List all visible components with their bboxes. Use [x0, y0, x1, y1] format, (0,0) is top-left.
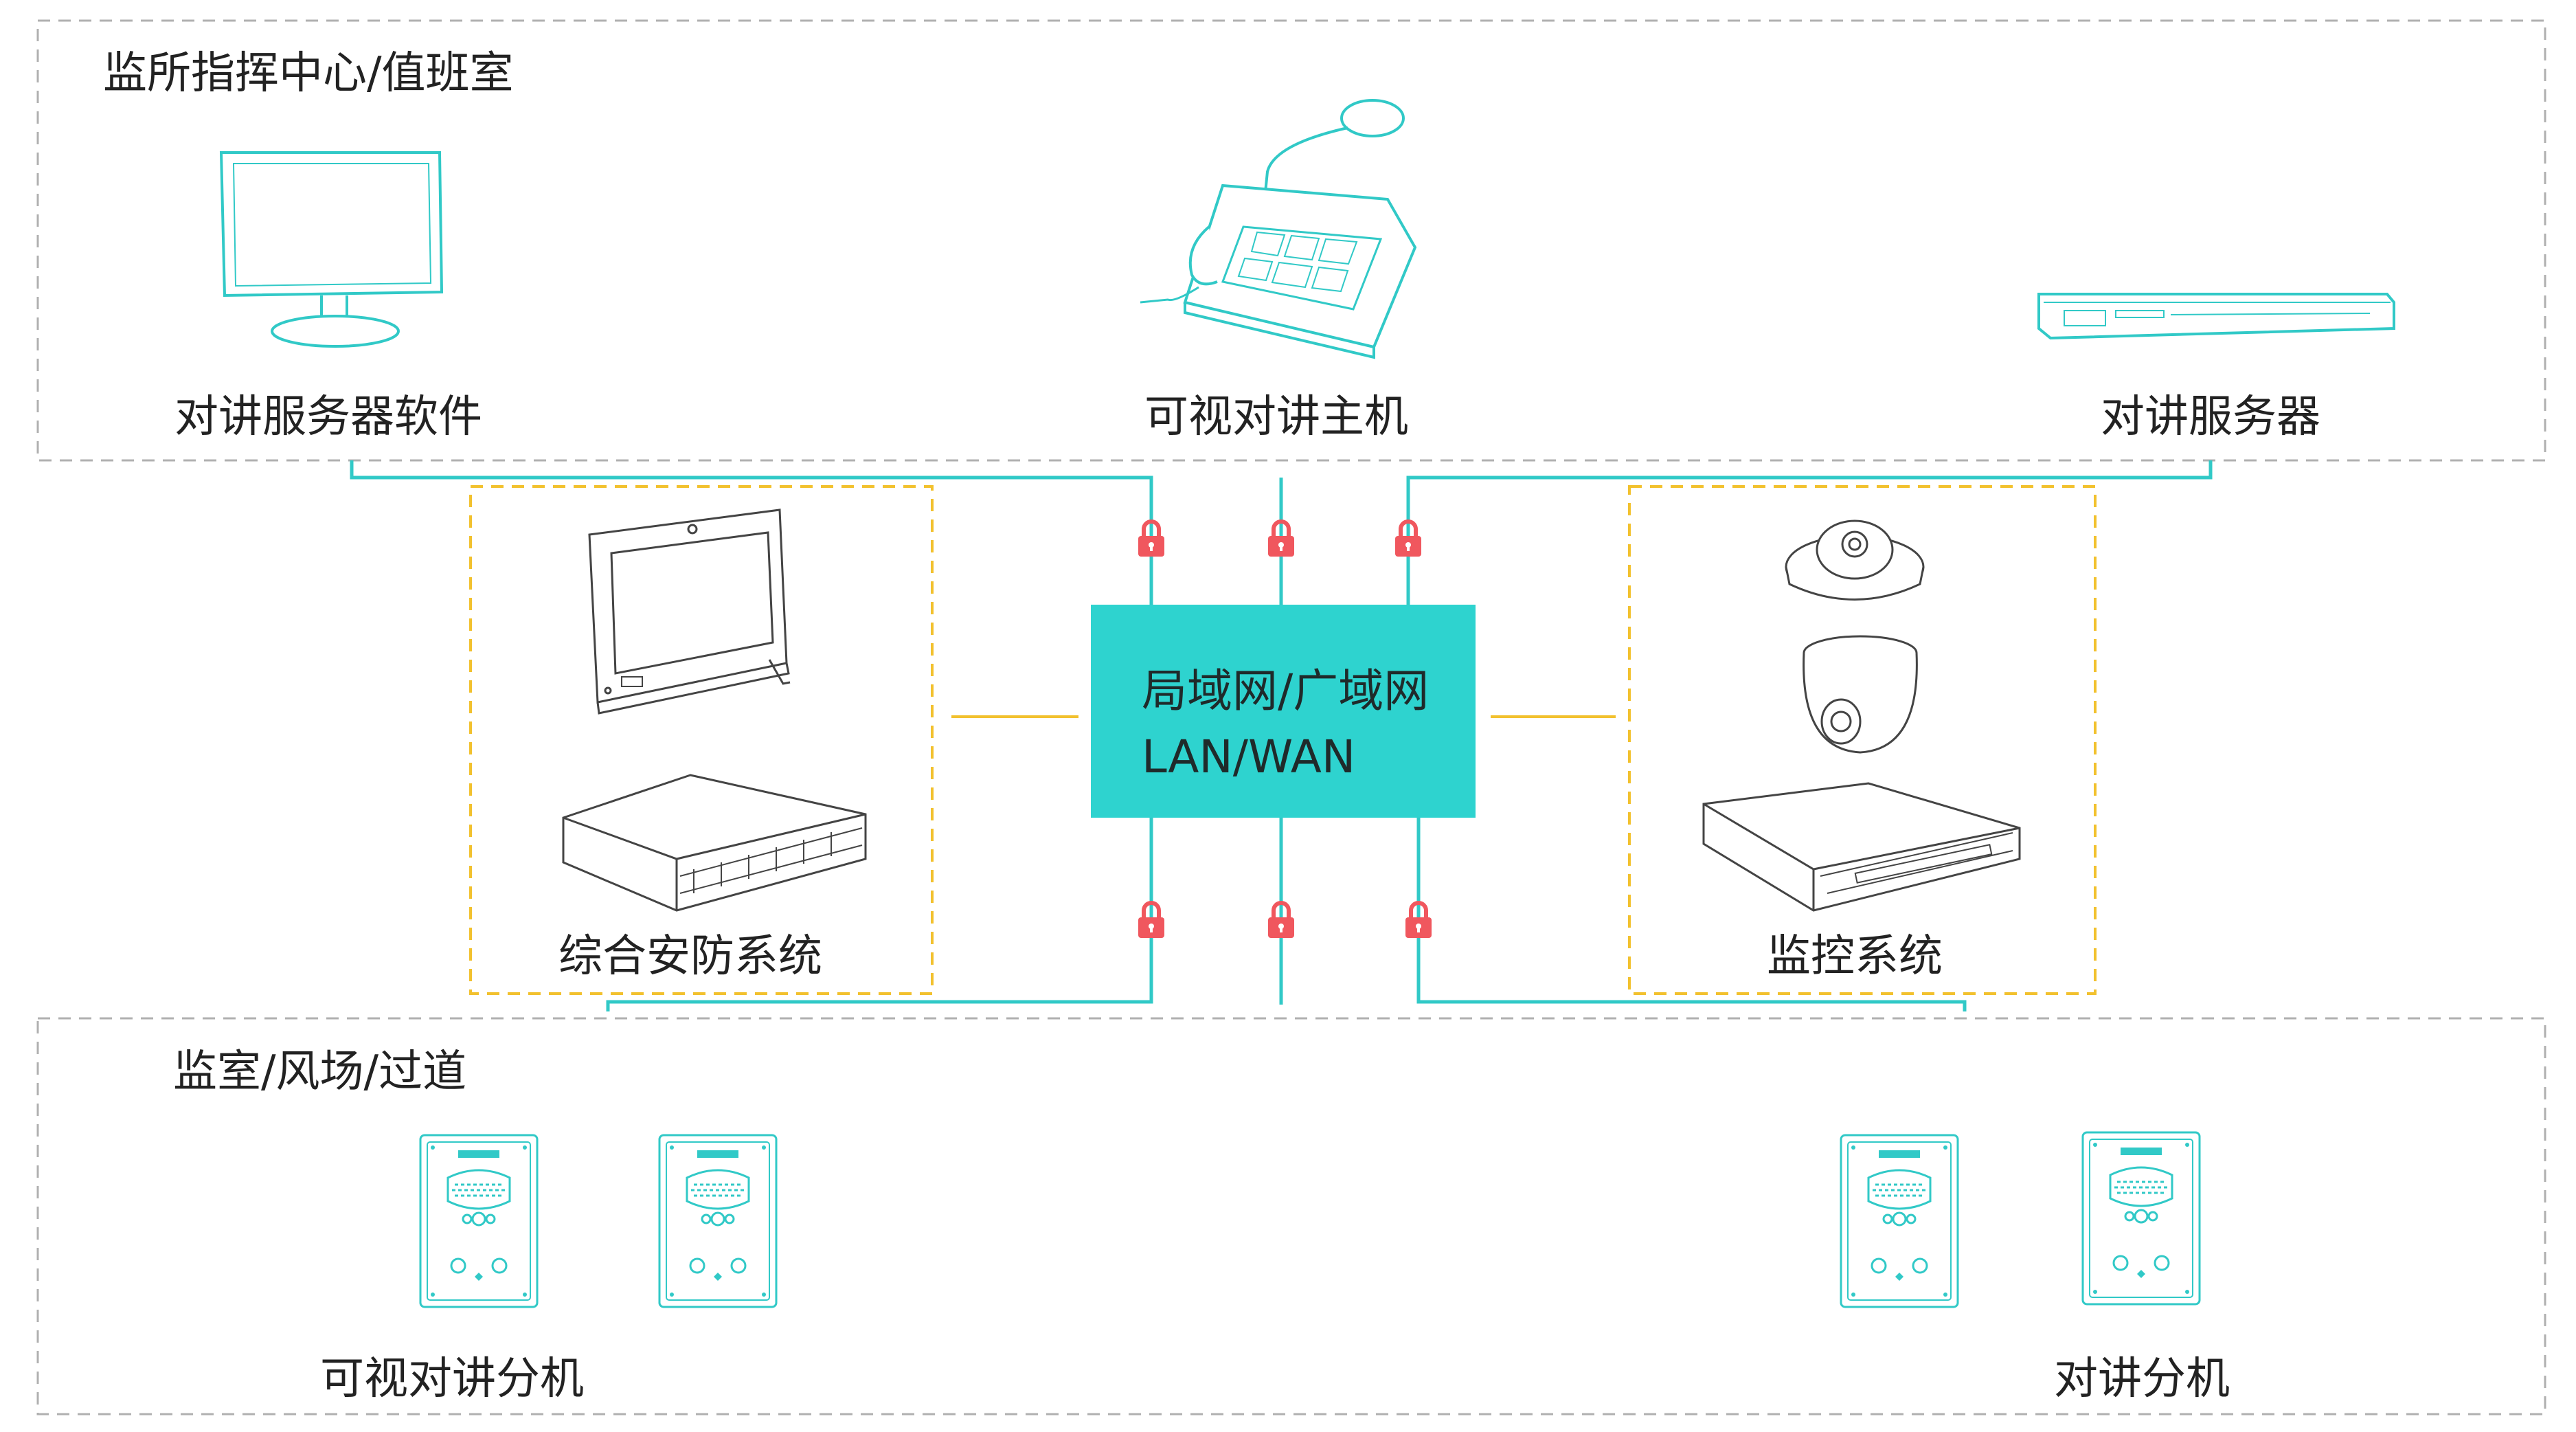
intercom-console-icon: [1140, 99, 1417, 359]
all-in-one-pc-icon: [588, 508, 791, 715]
monitoring-system-label: 监控系统: [1767, 931, 1943, 982]
host-label: 可视对讲主机: [1144, 392, 1408, 443]
security-system-label: 综合安防系统: [558, 931, 822, 982]
monitor-icon: [219, 151, 444, 348]
security-zone: [469, 485, 934, 995]
dome-camera-icon: [1803, 635, 1918, 754]
hub-title: 局域网/广域网: [1142, 664, 1430, 717]
network-hub: 局域网/广域网 LAN/WAN: [1091, 605, 1476, 818]
extension-label: 对讲分机: [2054, 1354, 2230, 1405]
intercom-panel-icon: [419, 1134, 539, 1308]
dome-camera-icon: [1785, 519, 1925, 601]
hub-subtitle: LAN/WAN: [1142, 730, 1356, 783]
rack-server-icon: [562, 774, 867, 912]
video-extension-label: 可视对讲分机: [320, 1354, 584, 1405]
bottom-zone-title: 监室/风场/过道: [173, 1047, 467, 1097]
top-zone: [36, 19, 2546, 462]
bottom-zone: [36, 1017, 2546, 1416]
top-zone-title: 监所指挥中心/值班室: [103, 48, 514, 99]
intercom-panel-icon: [2081, 1131, 2201, 1306]
rack-server-icon: [2037, 293, 2395, 340]
intercom-panel-icon: [1840, 1134, 1959, 1308]
server-label: 对讲服务器: [2101, 392, 2320, 443]
intercom-panel-icon: [658, 1134, 778, 1308]
nvr-icon: [1702, 782, 2021, 912]
software-label: 对讲服务器软件: [174, 392, 482, 443]
monitoring-zone: [1628, 485, 2097, 995]
